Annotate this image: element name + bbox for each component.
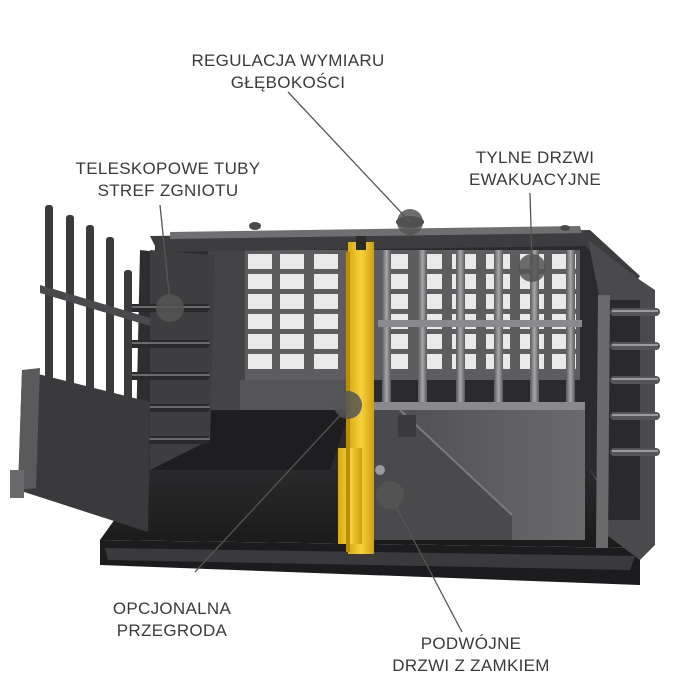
grille-window xyxy=(248,274,272,289)
grille-window xyxy=(280,354,304,369)
grille-window xyxy=(280,254,304,269)
callout-rear-escape-door: TYLNE DRZWI EWAKUACYJNE xyxy=(430,147,640,191)
door-bar xyxy=(418,250,427,412)
left-open-door xyxy=(10,368,150,532)
callout-doors-line2: DRZWI Z ZAMKIEM xyxy=(392,656,550,675)
tube-highlight xyxy=(612,414,658,416)
callout-telescopic-tubes: TELESKOPOWE TUBY STREF ZGNIOTU xyxy=(48,158,288,202)
tube-highlight xyxy=(128,374,210,376)
grille-window xyxy=(314,294,338,309)
left-door-bar xyxy=(106,237,114,400)
grille-window xyxy=(314,334,338,349)
door-bar xyxy=(382,250,391,412)
callout-markers xyxy=(156,209,546,509)
grille-window xyxy=(280,294,304,309)
grille-window xyxy=(248,334,272,349)
marker-divider xyxy=(334,391,362,419)
tube-highlight xyxy=(612,378,658,380)
callout-rear-line1: TYLNE DRZWI xyxy=(475,148,595,167)
grille-window xyxy=(314,254,338,269)
tube-highlight xyxy=(128,406,210,408)
marker-tubes xyxy=(156,294,184,322)
grille-window xyxy=(280,314,304,329)
door-bar xyxy=(494,250,503,412)
grille-window xyxy=(280,274,304,289)
grille-window xyxy=(248,254,272,269)
grille-window xyxy=(314,274,338,289)
tube-highlight xyxy=(128,342,210,344)
grille-window xyxy=(314,354,338,369)
callout-divider-line2: PRZEGRODA xyxy=(116,621,228,640)
front-door-panel xyxy=(368,409,585,540)
crate-right-side xyxy=(588,240,655,560)
marker-depth xyxy=(397,209,423,235)
callout-depth-line2: GŁĘBOKOŚCI xyxy=(230,73,346,92)
door-bar xyxy=(456,250,465,412)
callout-depth-line1: REGULACJA WYMIARU xyxy=(191,51,385,70)
callout-double-lock-doors: PODWÓJNE DRZWI Z ZAMKIEM xyxy=(356,633,586,677)
tube-highlight xyxy=(612,450,658,452)
marker-doors xyxy=(376,481,404,509)
front-door-bars xyxy=(382,250,575,412)
telescopic-tubes-right xyxy=(610,308,660,456)
door-bar xyxy=(566,250,575,412)
door-bar xyxy=(530,250,539,412)
grille-window xyxy=(248,294,272,309)
left-door-bar xyxy=(86,225,94,392)
tube-highlight xyxy=(612,344,658,346)
left-door-rail xyxy=(40,285,150,326)
grille-window xyxy=(248,314,272,329)
marker-rear xyxy=(518,254,546,282)
grille-window xyxy=(314,314,338,329)
callout-rear-line2: EWAKUACYJNE xyxy=(468,170,602,189)
callout-divider-line1: OPCJONALNA xyxy=(112,599,232,618)
grille-window xyxy=(248,354,272,369)
tube-highlight xyxy=(128,438,210,440)
callout-doors-line1: PODWÓJNE xyxy=(420,634,522,653)
grille-window xyxy=(280,334,304,349)
callout-lines xyxy=(159,91,533,633)
tube-highlight xyxy=(612,310,658,312)
callout-tubes-line2: STREF ZGNIOTU xyxy=(97,181,239,200)
callout-tubes-line1: TELESKOPOWE TUBY xyxy=(75,159,261,178)
callout-optional-divider: OPCJONALNA PRZEGRODA xyxy=(72,598,272,642)
left-door-bar xyxy=(124,270,132,419)
front-door-rails xyxy=(370,320,585,410)
left-door-bars xyxy=(40,205,150,419)
callout-depth-adjustment: REGULACJA WYMIARU GŁĘBOKOŚCI xyxy=(168,50,408,94)
